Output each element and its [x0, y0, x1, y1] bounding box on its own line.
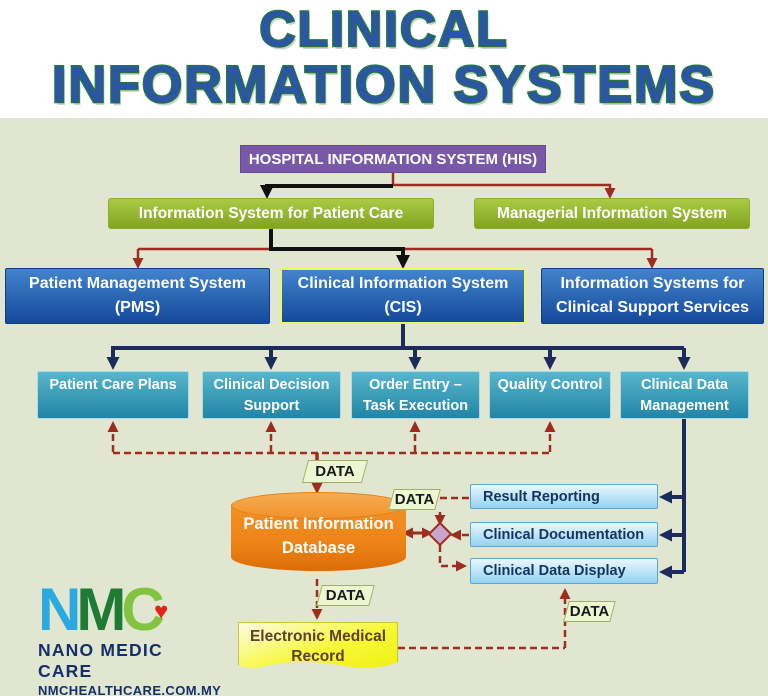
logo-letter-m: M: [76, 576, 126, 643]
database-label: Patient Information Database: [243, 515, 394, 557]
managerial-information-system-box: Managerial Information System: [474, 198, 750, 229]
patient-management-system-box: Patient Management System (PMS): [5, 268, 270, 324]
result-reporting-box: Result Reporting: [470, 484, 658, 509]
information-system-for-patient-care-box: Information System for Patient Care: [108, 198, 434, 229]
his-box: HOSPITAL INFORMATION SYSTEM (HIS): [240, 145, 546, 173]
cis-branch-connectors: [106, 324, 691, 370]
logo-letter-c: C: [121, 576, 164, 643]
nmc-logo: NMC ♥ NANO MEDIC CARE NMCHEALTHCARE.COM.…: [38, 580, 222, 696]
patient-information-database-cylinder: Patient Information Database: [231, 492, 406, 582]
data-flow-connectors: [107, 421, 571, 650]
clinical-documentation-box: Clinical Documentation: [470, 522, 658, 547]
cylinder-top: [231, 492, 406, 519]
data-label-emr-feedback: DATA: [566, 601, 613, 622]
quality-control-box: Quality Control: [489, 371, 611, 419]
logo-company-name: NANO MEDIC CARE: [38, 640, 163, 681]
title-background: [0, 0, 768, 118]
page-title-line-2: INFORMATION SYSTEMS: [51, 56, 716, 114]
order-entry-task-execution-box: Order Entry – Task Execution: [351, 371, 480, 419]
data-label-into-database: DATA: [305, 460, 365, 483]
patient-care-branch-connectors: [132, 229, 658, 269]
junction-diamond: [427, 521, 453, 547]
information-systems-clinical-support-box: Information Systems for Clinical Support…: [541, 268, 764, 324]
heart-icon: ♥: [154, 598, 169, 625]
clinical-information-system-box: Clinical Information System (CIS): [280, 268, 526, 324]
data-label-to-emr: DATA: [319, 585, 372, 606]
clinical-data-display-box: Clinical Data Display: [470, 558, 658, 584]
clinical-data-management-connectors: [659, 419, 686, 579]
nmc-logo-letters: NMC ♥: [38, 580, 208, 640]
patient-care-plans-box: Patient Care Plans: [37, 371, 189, 419]
data-label-outputs: DATA: [391, 489, 438, 510]
clinical-decision-support-box: Clinical Decision Support: [202, 371, 341, 419]
electronic-medical-record-box: Electronic Medical Record: [238, 622, 398, 670]
logo-website: NMCHEALTHCARE.COM.MY: [38, 683, 222, 696]
logo-letter-n: N: [38, 576, 81, 643]
his-connectors: [260, 171, 616, 199]
page-title-line-1: CLINICAL: [258, 1, 509, 58]
clinical-data-management-box: Clinical Data Management: [620, 371, 749, 419]
